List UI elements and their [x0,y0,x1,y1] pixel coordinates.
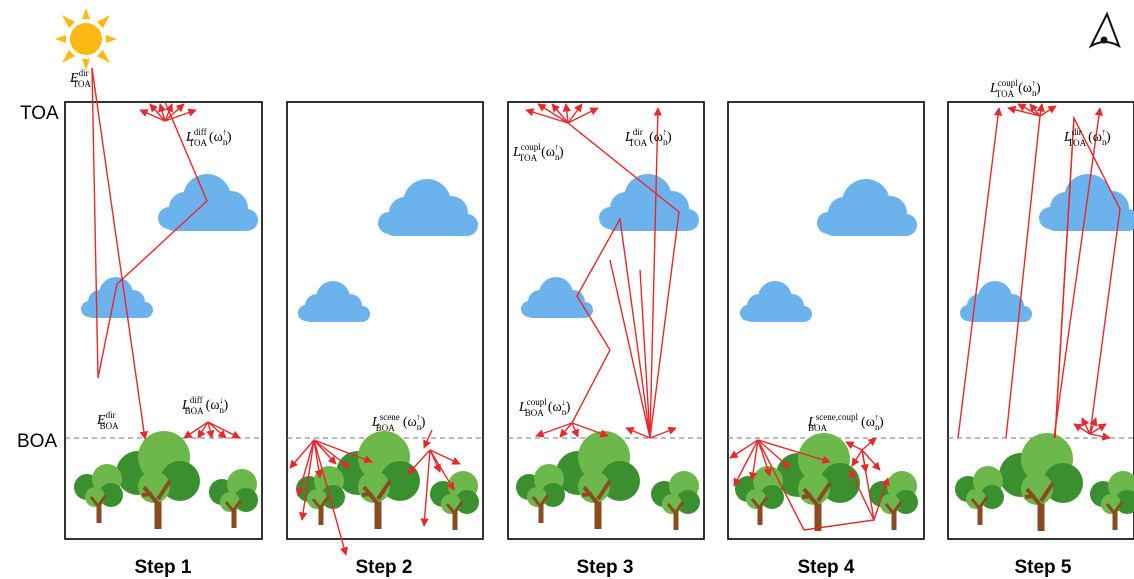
step-2-label: Step 2 [355,557,412,578]
rays-step-4 [729,437,890,531]
boa-label: BOA [17,431,57,452]
rays-step-3 [525,103,680,439]
step-5-label: Step 5 [1014,557,1071,578]
step-1-label: Step 1 [134,557,191,578]
step-3-label: Step 3 [576,557,633,578]
sun-icon [55,8,117,70]
toa-label: TOA [20,103,59,124]
eye-icon [1088,11,1121,49]
step-4-label: Step 4 [797,557,854,578]
rays-step-1 [91,67,241,440]
rays-step-2 [289,429,461,556]
rays-step-5 [957,103,1121,441]
